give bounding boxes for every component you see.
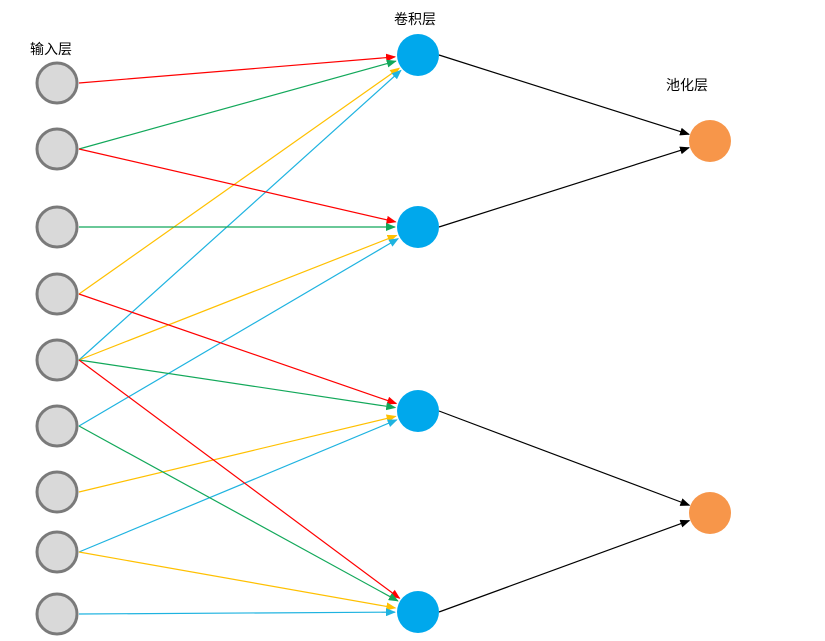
conv-node-4 <box>397 591 439 633</box>
edge-conv-1-to-pool-0 <box>438 146 690 228</box>
input-node-6 <box>35 404 79 448</box>
edge-input-8-to-conv-3 <box>78 608 397 617</box>
edge-input-6-to-conv-2 <box>78 414 397 493</box>
connection-lines <box>78 53 402 617</box>
conv-layer-nodes <box>397 34 439 633</box>
conv-layer-label: 卷积层 <box>394 12 436 28</box>
edge-conv-0-to-pool-0 <box>438 54 690 136</box>
input-layer-nodes <box>35 61 79 636</box>
conv-node-1 <box>397 34 439 76</box>
edge-input-4-to-conv-2 <box>78 359 397 411</box>
edge-conv-2-to-pool-1 <box>438 410 691 506</box>
input-node-3 <box>35 205 79 249</box>
edge-input-5-to-conv-1 <box>78 238 400 427</box>
edge-conv-3-to-pool-1 <box>438 519 691 613</box>
input-node-4 <box>35 272 79 316</box>
input-node-7 <box>35 470 79 514</box>
edge-input-3-to-conv-2 <box>78 293 398 405</box>
edge-input-7-to-conv-3 <box>78 551 397 611</box>
conv-node-2 <box>397 206 439 248</box>
pooling-lines <box>438 54 691 613</box>
edge-input-5-to-conv-3 <box>78 425 399 602</box>
pool-node-1 <box>689 120 731 162</box>
edge-input-0-to-conv-0 <box>78 53 397 84</box>
conv-node-3 <box>397 390 439 432</box>
pool-node-2 <box>689 492 731 534</box>
edge-input-3-to-conv-0 <box>78 67 401 295</box>
input-node-8 <box>35 530 79 574</box>
edge-input-7-to-conv-2 <box>78 419 398 553</box>
pool-layer-nodes <box>689 120 731 534</box>
edge-input-1-to-conv-0 <box>78 59 397 150</box>
input-node-1 <box>35 61 79 105</box>
input-node-2 <box>35 127 79 171</box>
edge-input-4-to-conv-1 <box>78 234 398 361</box>
edge-input-4-to-conv-0 <box>78 69 402 361</box>
input-node-9 <box>35 592 79 636</box>
edge-input-1-to-conv-1 <box>78 148 397 224</box>
input-node-5 <box>35 338 79 382</box>
pool-layer-label: 池化层 <box>666 78 708 94</box>
input-layer-label: 输入层 <box>30 42 72 58</box>
edge-input-4-to-conv-3 <box>78 359 401 599</box>
